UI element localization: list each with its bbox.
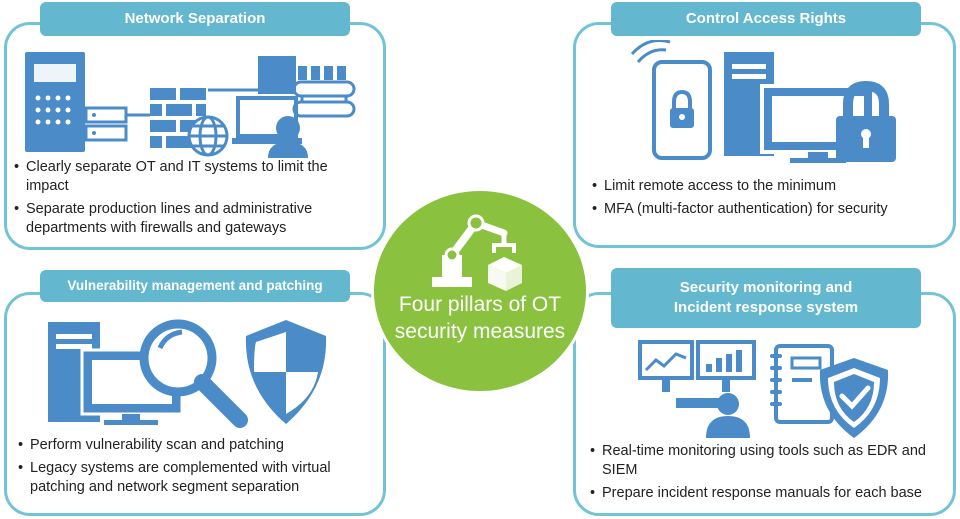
vulnerability-bullets: •Perform vulnerability scan and patching…	[18, 436, 378, 501]
security-monitoring-bullets: •Real-time monitoring using tools such a…	[590, 442, 948, 507]
list-item: •MFA (multi-factor authentication) for s…	[592, 201, 888, 217]
center-title: Four pillars of OT security measures	[374, 291, 586, 345]
security-monitoring-title: Security monitoring and Incident respons…	[611, 268, 921, 328]
control-access-title: Control Access Rights	[611, 2, 921, 36]
list-item: •Real-time monitoring using tools such a…	[590, 443, 926, 478]
globe-icon	[187, 115, 229, 157]
magnifier-icon	[139, 319, 248, 428]
vulnerability-title: Vulnerability management and patching	[40, 270, 350, 302]
center-title-line1: Four pillars of OT	[398, 293, 562, 316]
security-monitoring-title-line1: Security monitoring and	[679, 278, 853, 296]
shield-check-icon	[819, 358, 889, 438]
security-monitoring-title-line2: Incident response system	[673, 299, 859, 316]
network-separation-bullets: •Clearly separate OT and IT systems to l…	[14, 158, 374, 242]
firewall-icon	[150, 88, 206, 148]
network-separation-illustration	[25, 52, 356, 158]
list-item: •Clearly separate OT and IT systems to l…	[14, 159, 328, 194]
robot-arm-icon	[432, 214, 522, 291]
control-access-illustration	[630, 40, 896, 163]
list-item: •Legacy systems are complemented with vi…	[18, 460, 331, 495]
laptop-icon	[232, 96, 302, 144]
security-monitoring-illustration	[638, 340, 889, 438]
smartphone-lock-icon	[630, 40, 712, 160]
security-monitoring-panel	[573, 292, 956, 516]
control-access-bullets: •Limit remote access to the minimum •MFA…	[592, 177, 947, 223]
list-item: •Separate production lines and administr…	[14, 201, 313, 236]
center-title-line2: security measures	[394, 320, 566, 343]
network-separation-title: Network Separation	[40, 2, 350, 36]
computer-lock-icon	[724, 52, 896, 163]
list-item: •Perform vulnerability scan and patching	[18, 437, 284, 453]
server-icon	[25, 52, 128, 152]
user-icon	[268, 116, 308, 158]
list-item: •Prepare incident response manuals for e…	[590, 485, 922, 501]
list-item: •Limit remote access to the minimum	[592, 178, 837, 194]
vulnerability-illustration	[48, 319, 327, 428]
center-circle: Four pillars of OT security measures	[371, 188, 589, 394]
computer-icon	[48, 322, 184, 425]
shield-icon	[245, 320, 327, 424]
monitoring-operator-icon	[638, 340, 756, 438]
conveyor-icon	[292, 66, 356, 118]
